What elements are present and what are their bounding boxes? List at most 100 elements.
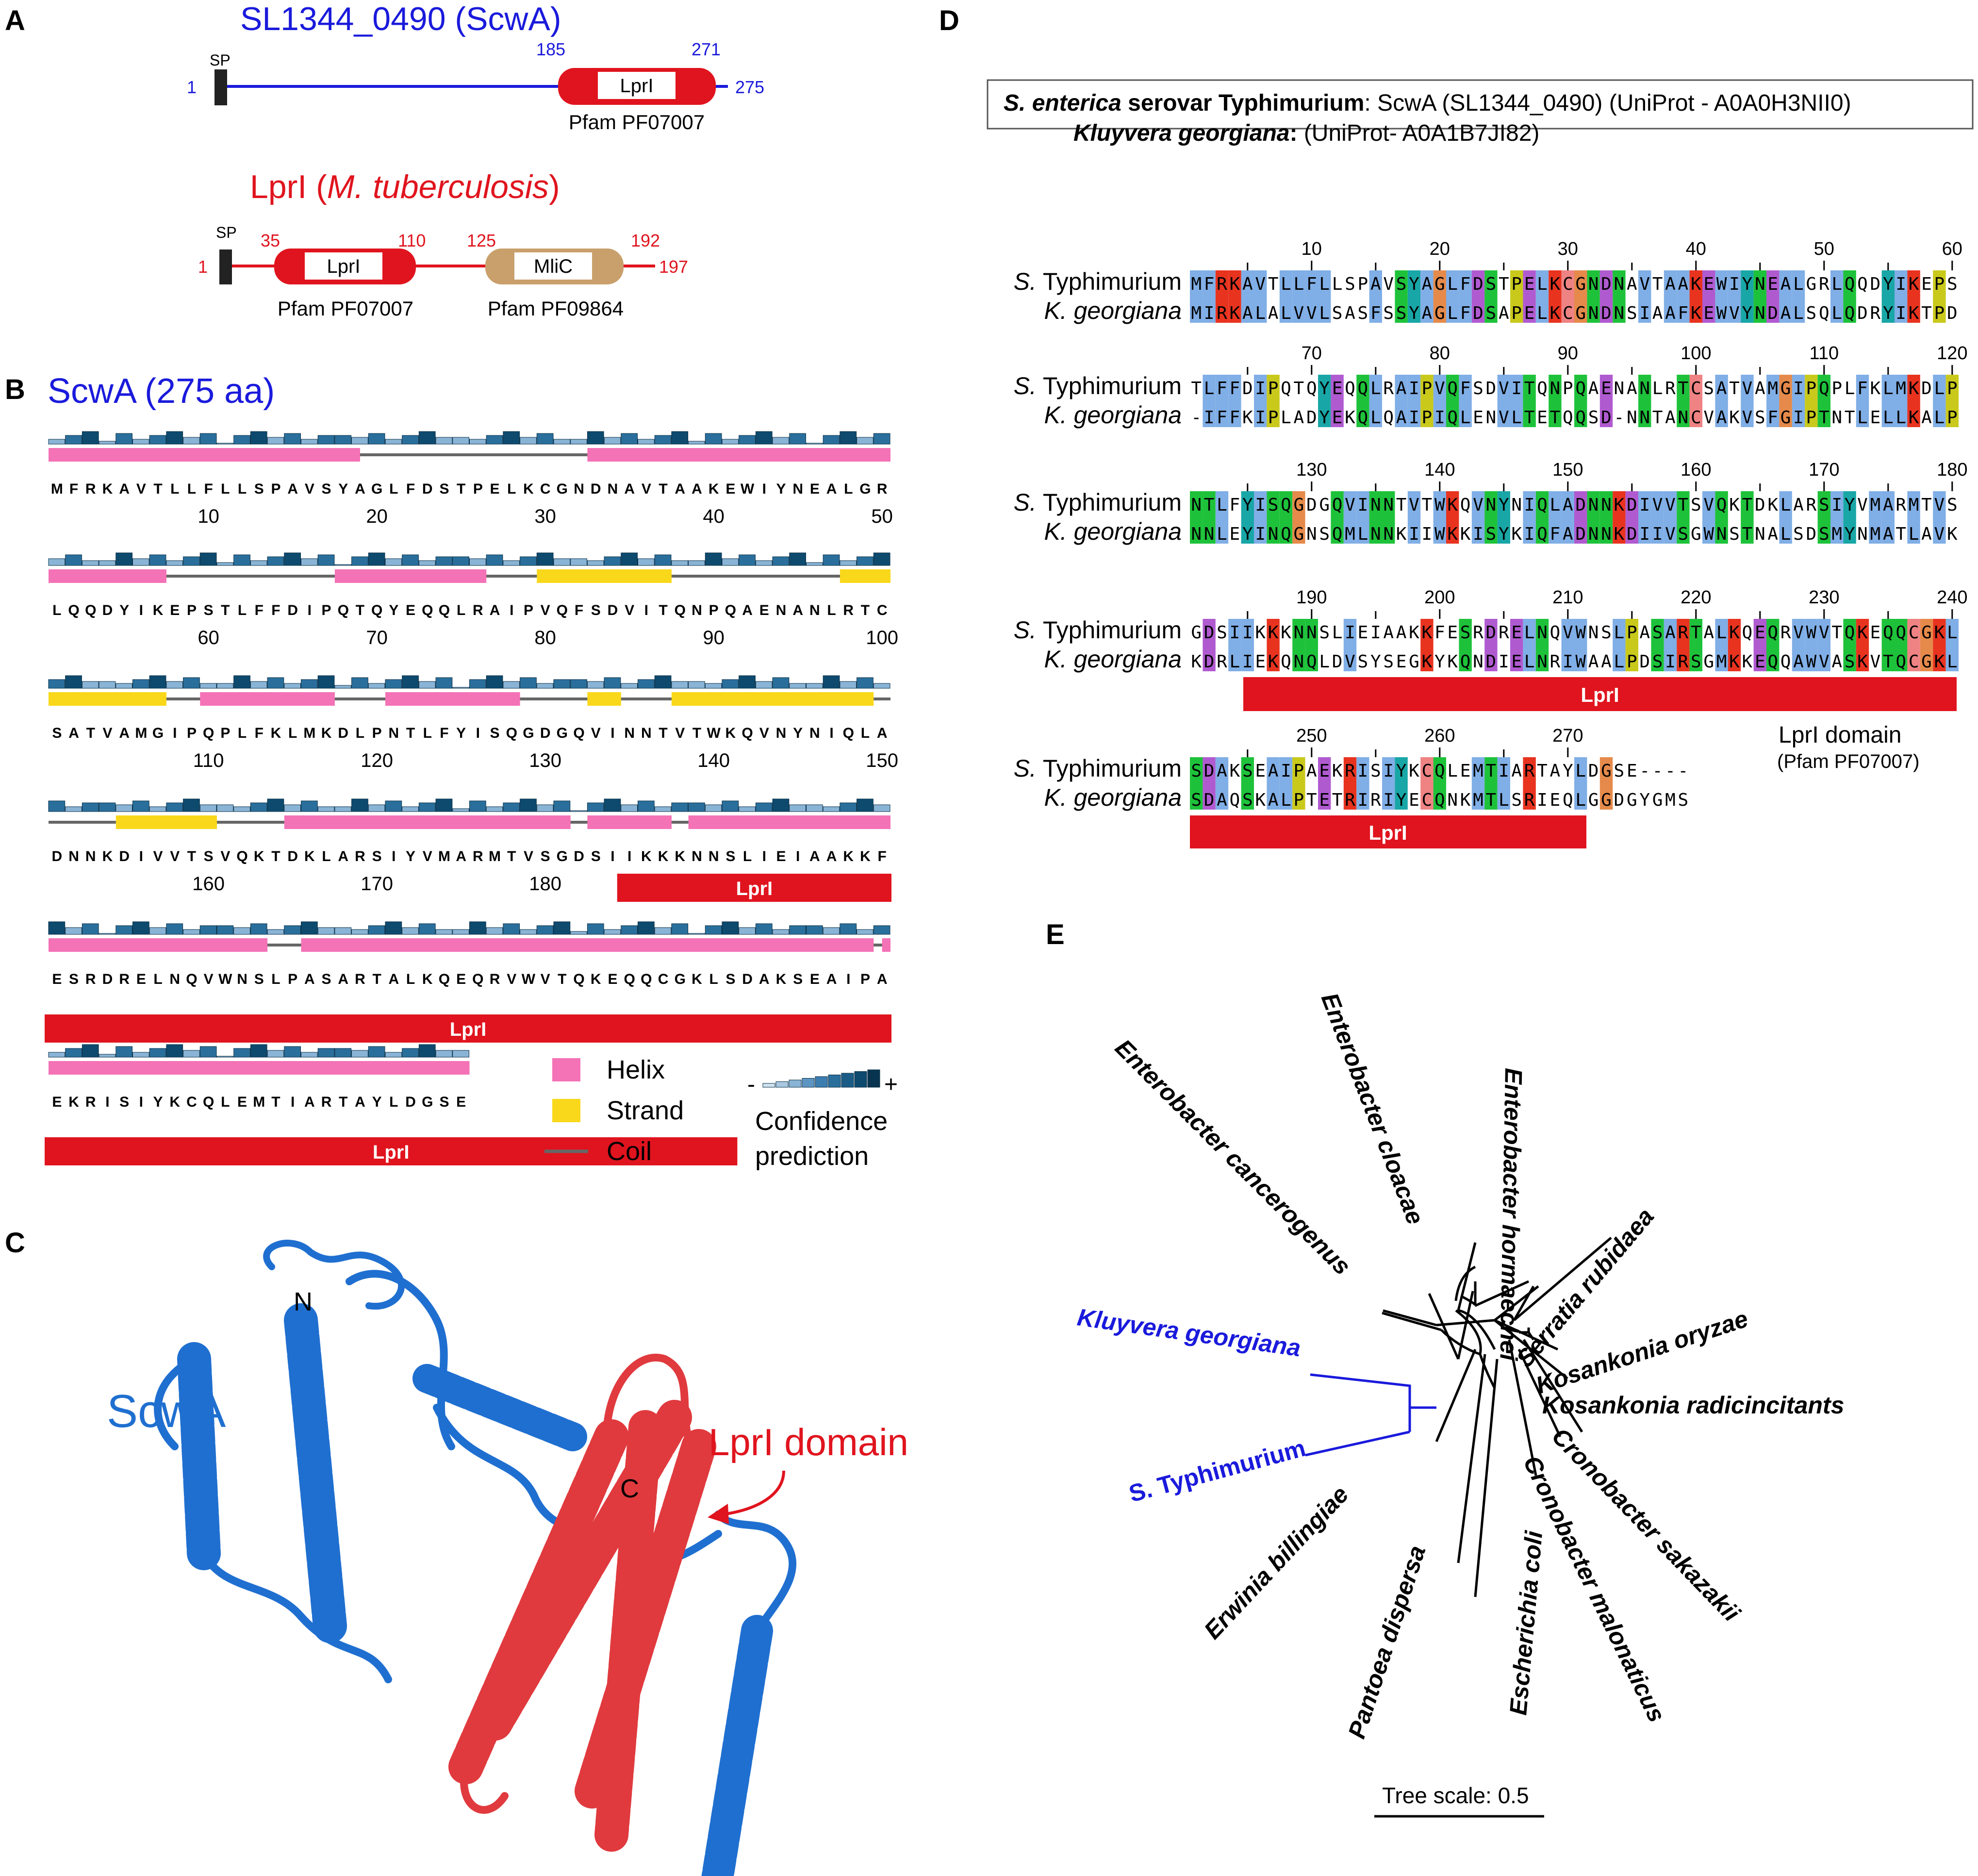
residue-georgiana: I xyxy=(1896,303,1906,323)
confidence-bar xyxy=(520,556,537,566)
tree-branches xyxy=(1382,1237,1612,1597)
residue-typhimurium: D xyxy=(1242,379,1253,398)
residue-typhimurium: R xyxy=(1524,761,1535,781)
residue-georgiana: D xyxy=(1947,303,1958,323)
alignment-column xyxy=(1471,757,1485,810)
alignment-column xyxy=(1395,375,1408,427)
residue-typhimurium: Q xyxy=(1767,623,1778,643)
residue-typhimurium: D xyxy=(1601,274,1612,294)
residue: K xyxy=(68,1094,79,1110)
residue-georgiana: I xyxy=(1204,303,1215,323)
confidence-bar xyxy=(115,925,133,935)
residue-georgiana: K xyxy=(1460,790,1471,810)
alignment-column xyxy=(1933,270,1946,323)
helix-segment xyxy=(587,815,672,829)
confidence-bar xyxy=(873,433,890,445)
helix-segment xyxy=(49,569,166,583)
position-tick: 30 xyxy=(534,506,556,527)
helix-segment xyxy=(385,692,520,706)
confidence-bar xyxy=(301,921,318,935)
residue-typhimurium: E xyxy=(1767,274,1778,294)
alignment-column xyxy=(1625,491,1638,544)
residue-georgiana: K xyxy=(1447,652,1458,672)
strand-segment xyxy=(49,692,166,706)
residue-georgiana: G xyxy=(1294,524,1304,544)
confidence-bar xyxy=(166,681,183,689)
residue-georgiana: Y xyxy=(1319,408,1330,428)
residue: G xyxy=(422,1094,433,1110)
residue-georgiana: N xyxy=(1204,524,1215,544)
confidence-bar xyxy=(132,439,149,445)
helix-segment xyxy=(49,938,268,952)
alignment-position: 120 xyxy=(1937,343,1967,364)
legend-confidence-1: Confidence xyxy=(755,1107,888,1136)
residue-typhimurium: - xyxy=(1678,761,1689,781)
residue-typhimurium: I xyxy=(1511,379,1522,398)
residue-typhimurium: M xyxy=(1473,761,1484,781)
panel-b-title: ScwA (275 aa) xyxy=(48,372,275,411)
residue-typhimurium: L xyxy=(1780,495,1791,515)
residue-georgiana: G xyxy=(1575,303,1586,323)
residue: T xyxy=(339,1094,347,1110)
residue-typhimurium: S xyxy=(1486,274,1497,294)
alignment-column xyxy=(1241,491,1254,544)
residue-georgiana: - xyxy=(1614,408,1625,428)
residue: D xyxy=(574,848,584,864)
alignment-column xyxy=(1574,270,1587,323)
residue-typhimurium: A xyxy=(1396,623,1407,643)
residue-georgiana: Q xyxy=(1358,408,1368,428)
lpri-d1-pfam: Pfam PF07007 xyxy=(278,297,413,320)
residue: K xyxy=(860,848,871,864)
alignment-column xyxy=(1830,270,1844,323)
residue-typhimurium: G xyxy=(1191,623,1202,643)
lpri-d2-end: 192 xyxy=(631,231,660,250)
residue-typhimurium: L xyxy=(1447,761,1458,781)
confidence-bar xyxy=(149,1048,166,1058)
confidence-bar xyxy=(317,554,335,566)
confidence-bar xyxy=(402,927,419,935)
residue-typhimurium: V xyxy=(1742,379,1753,398)
confidence-bar xyxy=(418,802,436,812)
residue: G xyxy=(859,481,871,497)
confidence-bar xyxy=(789,433,807,445)
residue-georgiana: Q xyxy=(1332,524,1343,544)
residue-georgiana: L xyxy=(1358,524,1368,544)
scwa-lpri-label: LprI xyxy=(620,75,654,97)
scwa-pfam: Pfam PF07007 xyxy=(569,111,705,133)
residue-georgiana: S xyxy=(1729,524,1740,544)
confidence-bar xyxy=(520,677,537,689)
alignment-column xyxy=(1856,375,1869,427)
residue-georgiana: N xyxy=(1486,408,1497,428)
residue: Q xyxy=(506,725,517,741)
residue-georgiana: N xyxy=(1601,524,1612,544)
confidence-bar xyxy=(806,925,823,935)
residue-typhimurium: L xyxy=(1934,379,1945,398)
residue-georgiana: Y xyxy=(1409,303,1419,323)
confidence-bar xyxy=(233,806,250,812)
alignment-column xyxy=(1203,491,1216,544)
residue-typhimurium: E xyxy=(1627,761,1637,781)
residue: I xyxy=(610,848,614,864)
residue: V xyxy=(136,481,146,497)
confidence-bar xyxy=(216,804,234,812)
confidence-bar xyxy=(99,560,116,566)
tree-scale-label: Tree scale: 0.5 xyxy=(1382,1783,1529,1808)
residue: E xyxy=(52,971,62,987)
species-line-1: S. enterica serovar Typhimurium: ScwA (S… xyxy=(1004,90,1851,116)
residue-typhimurium: A xyxy=(1883,495,1894,515)
confidence-bar xyxy=(82,681,99,689)
confidence-bar xyxy=(553,679,571,689)
residue-georgiana: R xyxy=(1550,652,1561,672)
residue: Y xyxy=(406,848,415,864)
residue-georgiana: V xyxy=(1870,652,1881,672)
confidence-bar xyxy=(250,431,267,445)
alignment-position: 230 xyxy=(1809,587,1839,608)
residue: R xyxy=(355,848,365,864)
confidence-bar xyxy=(233,1048,250,1058)
legend-minus: - xyxy=(747,1072,755,1097)
residue: F xyxy=(271,602,280,618)
residue-georgiana: A xyxy=(1831,652,1842,672)
residue: P xyxy=(220,725,230,741)
residue-georgiana: L xyxy=(1447,303,1458,323)
